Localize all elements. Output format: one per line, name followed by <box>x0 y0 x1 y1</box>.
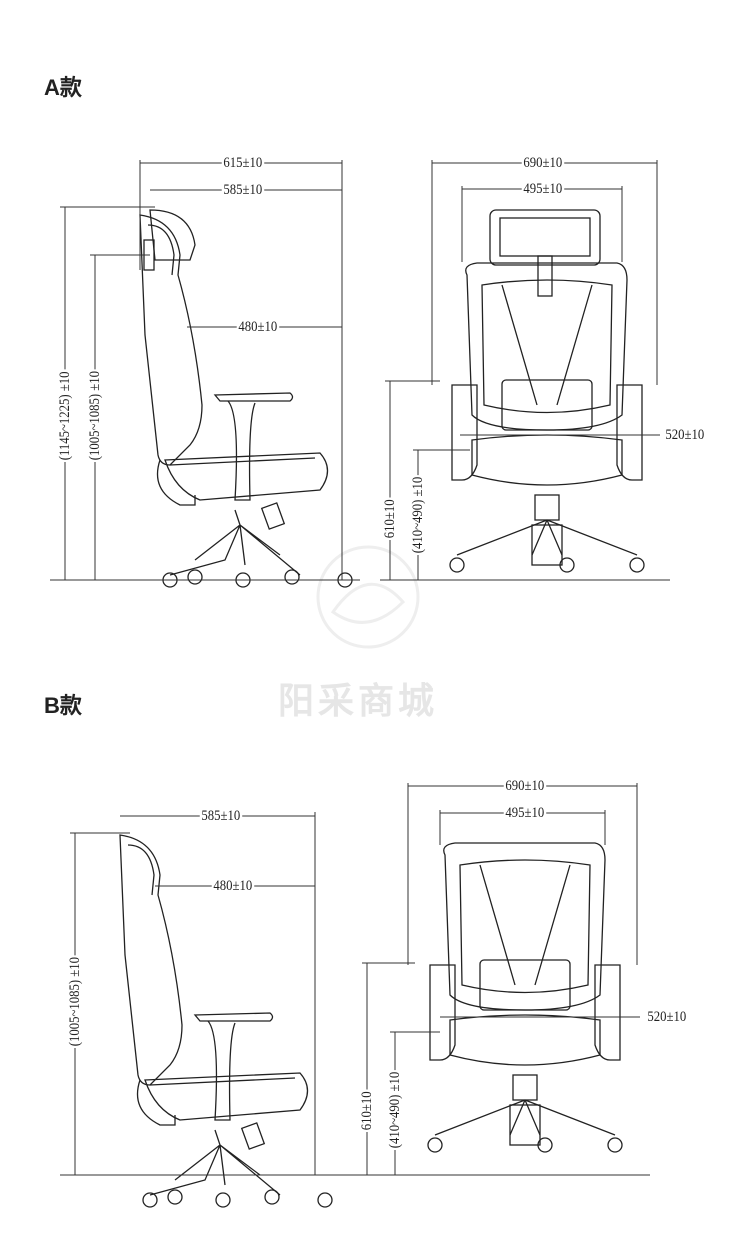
b-seat-width: 520±10 <box>645 1009 689 1025</box>
a-seat-depth: 585±10 <box>221 182 265 198</box>
section-a-title: A款 <box>44 75 82 100</box>
b-back-width: 495±10 <box>503 805 547 821</box>
a-seat-height: (410~490) ±10 <box>410 475 426 555</box>
a-arm-height: 610±10 <box>382 497 398 540</box>
a-back-to-front: 480±10 <box>236 319 280 335</box>
a-height-back: (1005~1085) ±10 <box>87 369 103 462</box>
b-seat-depth: 585±10 <box>199 808 243 824</box>
b-back-to-front: 480±10 <box>211 878 255 894</box>
a-side-chair <box>139 214 353 588</box>
b-seat-height: (410~490) ±10 <box>387 1070 403 1150</box>
section-b-title: B款 <box>44 693 82 718</box>
a-back-width: 495±10 <box>521 181 565 197</box>
b-height-back: (1005~1085) ±10 <box>67 955 83 1048</box>
a-height-headrest: (1145~1225) ±10 <box>57 369 73 462</box>
a-overall-width: 690±10 <box>521 155 565 171</box>
b-overall-width: 690±10 <box>503 778 547 794</box>
watermark-logo-icon <box>316 545 420 649</box>
b-arm-height: 610±10 <box>359 1089 375 1132</box>
watermark-text: 阳采商城 <box>278 680 439 721</box>
a-seat-width: 520±10 <box>663 427 707 443</box>
a-overall-depth: 615±10 <box>221 155 265 171</box>
